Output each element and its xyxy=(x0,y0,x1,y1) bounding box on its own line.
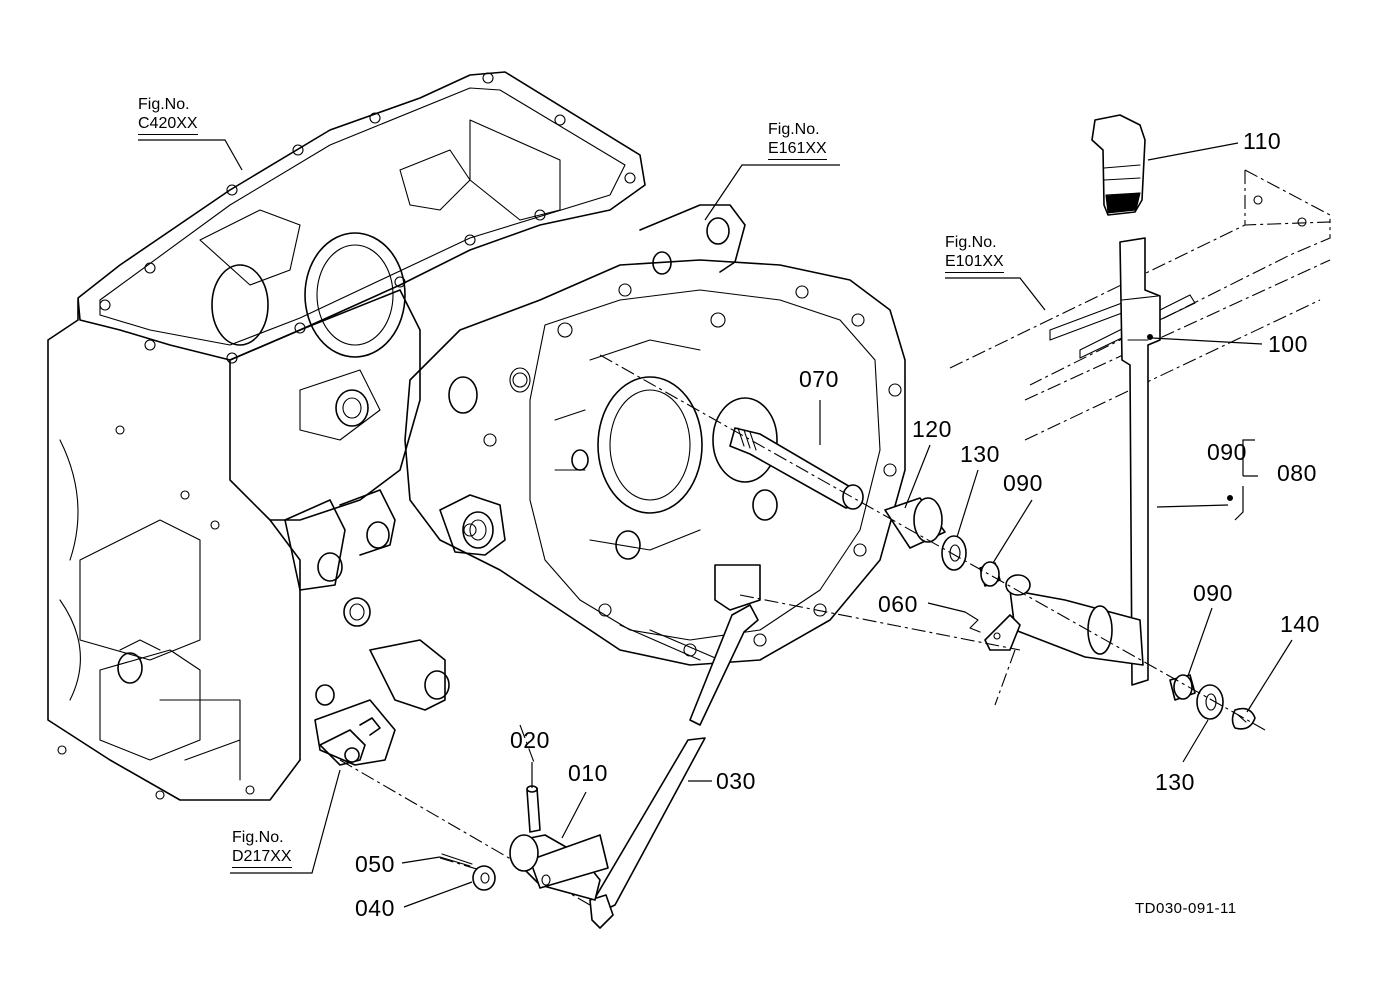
lever-assembly xyxy=(984,114,1233,686)
shaft-and-bushings xyxy=(339,354,1266,906)
clutch-housing xyxy=(404,204,906,666)
figure-ref-leaders xyxy=(138,139,1046,874)
part-label-020: 020 xyxy=(510,727,550,753)
part-label-100: 100 xyxy=(1268,331,1308,357)
part-label-040: 040 xyxy=(355,895,395,921)
part-label-120: 120 xyxy=(912,416,952,442)
part-label-080: 080 xyxy=(1277,460,1317,486)
fig-ref-d217xx: Fig.No. D217XX xyxy=(232,828,292,868)
fig-ref-prefix: Fig.No. xyxy=(232,829,284,846)
fig-ref-c420xx: Fig.No. C420XX xyxy=(138,95,198,135)
part-label-070: 070 xyxy=(799,366,839,392)
part-label-050: 050 xyxy=(355,851,395,877)
fig-ref-prefix: Fig.No. xyxy=(768,121,820,138)
drawing-code: TD030-091-11 xyxy=(1135,900,1237,917)
part-label-130-upper: 130 xyxy=(960,441,1000,467)
fig-ref-prefix: Fig.No. xyxy=(945,234,997,251)
part-label-010: 010 xyxy=(568,760,608,786)
transmission-case xyxy=(47,71,646,801)
fig-ref-e161xx: Fig.No. E161XX xyxy=(768,120,827,160)
fig-ref-number: E161XX xyxy=(768,139,827,160)
part-label-140: 140 xyxy=(1280,611,1320,637)
label-leaders xyxy=(401,142,1293,908)
fig-ref-number: E101XX xyxy=(945,252,1004,273)
part-label-090-shaft: 090 xyxy=(1003,470,1043,496)
fig-ref-number: C420XX xyxy=(138,114,198,135)
part-label-110: 110 xyxy=(1243,128,1282,154)
fig-ref-e101xx: Fig.No. E101XX xyxy=(945,233,1004,273)
fig-ref-number: D217XX xyxy=(232,847,292,868)
part-label-060: 060 xyxy=(878,591,918,617)
part-label-090-set: 090 xyxy=(1207,439,1247,465)
rod-and-clevis xyxy=(439,604,981,929)
fig-ref-prefix: Fig.No. xyxy=(138,96,190,113)
part-label-090-lower: 090 xyxy=(1193,580,1233,606)
part-label-130-lower: 130 xyxy=(1155,769,1195,795)
part-label-030: 030 xyxy=(716,768,756,794)
